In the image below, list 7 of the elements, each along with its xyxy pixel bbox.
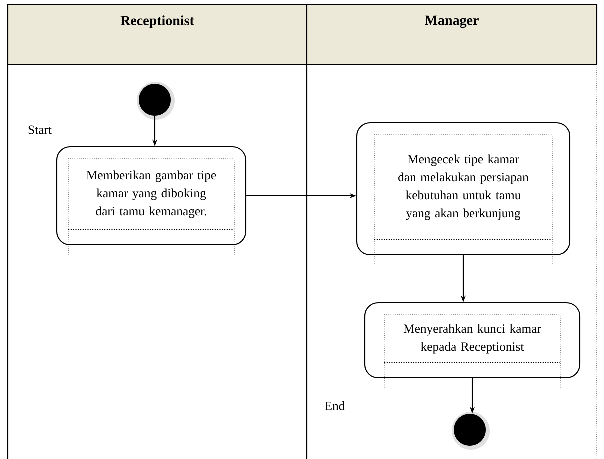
final-node — [452, 412, 490, 450]
state-label: Start — [28, 126, 52, 134]
action-box: Memberikan gambar tipe kamar yang diboking dari tamu kemanager. — [56, 146, 247, 256]
action-box: Mengecek tipe kamar dan melakukan persiapan kebutuhan untuk tamu yang akan berkunjung — [356, 122, 571, 266]
state-label: End — [325, 402, 346, 410]
initial-node — [137, 82, 175, 120]
action-box: Menyerahkan kunci kamar kepada Receptionist — [364, 302, 581, 388]
